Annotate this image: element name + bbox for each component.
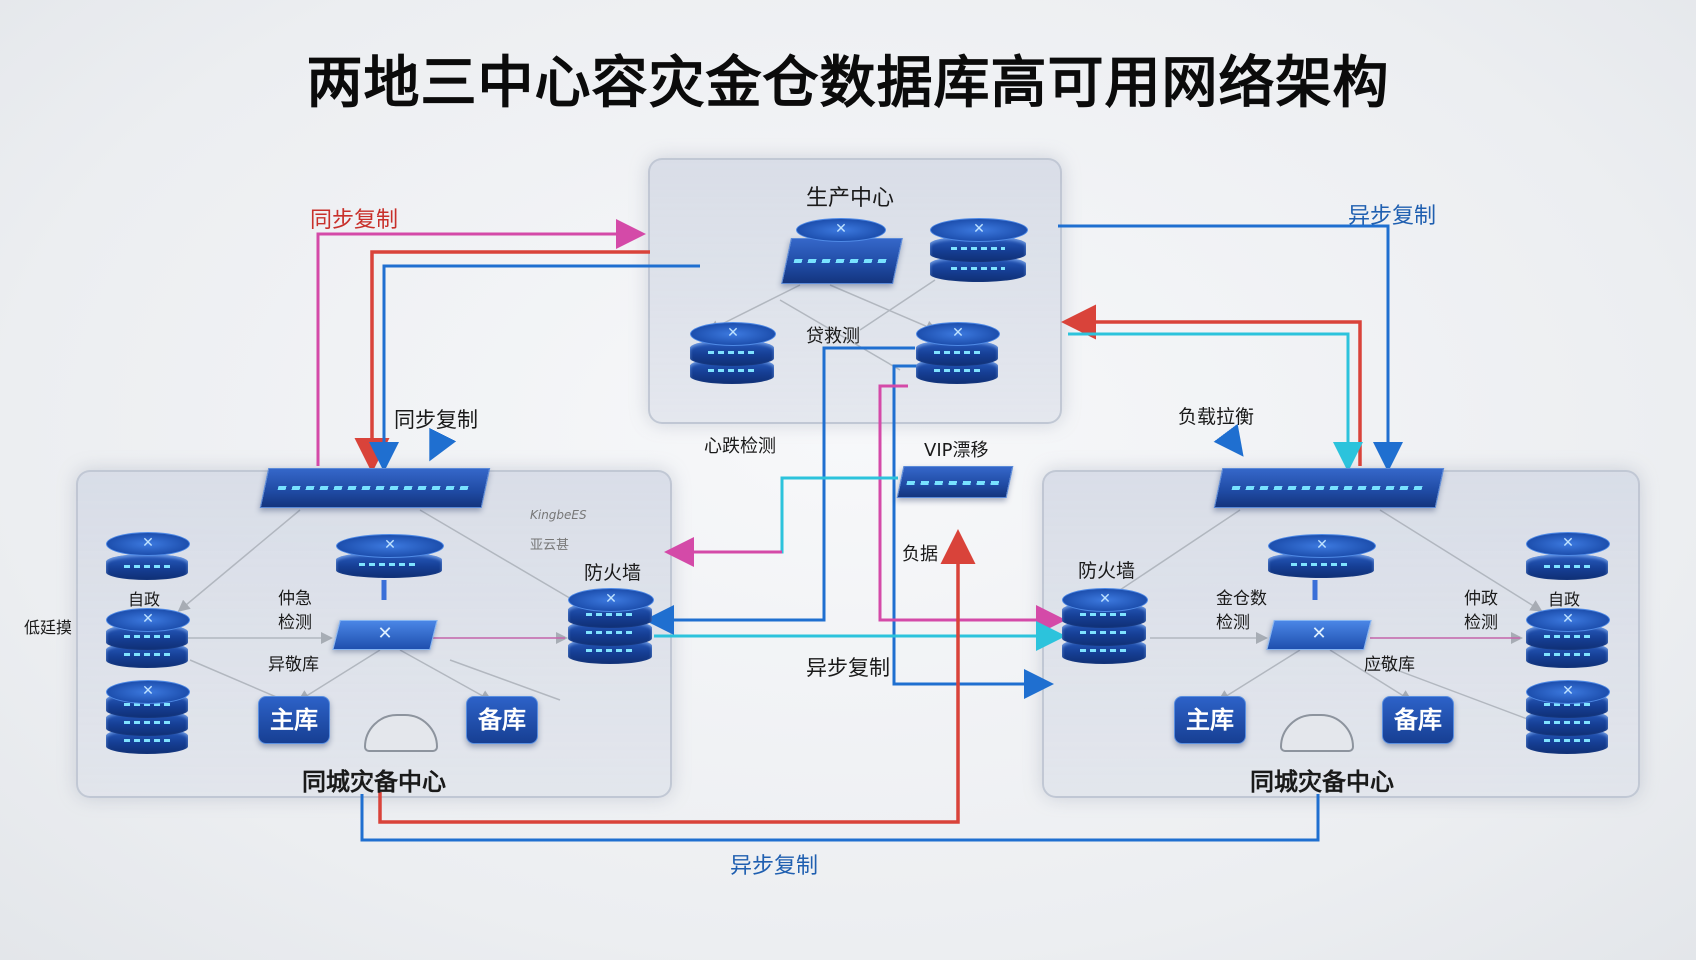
router-icon (106, 680, 190, 704)
right-db-server-1[interactable] (1526, 608, 1610, 668)
right-db-server-2[interactable] (1526, 680, 1610, 754)
right-self-label: 自政 (1548, 590, 1581, 609)
right-firewall[interactable] (1062, 588, 1148, 664)
right-firewall-label: 防火墙 (1078, 560, 1136, 582)
left-firewall-label: 防火墙 (584, 562, 642, 584)
router-icon (1268, 534, 1376, 558)
page-title: 两地三中心容灾金仓数据库高可用网络架构 (306, 51, 1390, 116)
left-self-node[interactable] (106, 532, 190, 580)
router-icon (106, 608, 190, 632)
router-icon (1526, 680, 1610, 704)
right-gold-label-2: 检测 (1216, 613, 1250, 633)
right-self-node[interactable] (1526, 532, 1610, 580)
sync-replication-label-mid-left: 同步复制 (394, 408, 478, 432)
right-arbiter-label-2: 检测 (1464, 613, 1498, 633)
left-arbiter-label-1: 仲急 (278, 589, 312, 609)
left-core-router[interactable] (332, 620, 438, 650)
vip-float-label: VIP漂移 (924, 440, 989, 461)
right-arbiter-label-1: 仲政 (1464, 589, 1498, 609)
right-core-router[interactable] (1266, 620, 1372, 650)
left-access-switch[interactable] (259, 468, 491, 508)
firewall-icon (1062, 588, 1148, 612)
vip-switch[interactable] (896, 466, 1014, 498)
right-gold-label-1: 金仓数 (1216, 589, 1267, 609)
async-replication-label-top-right: 异步复制 (1348, 204, 1437, 229)
left-firewall[interactable] (568, 588, 654, 664)
right-primary-db[interactable]: 主库 (1174, 696, 1246, 744)
router-icon (106, 532, 190, 556)
production-db-server-top[interactable] (796, 218, 886, 278)
production-center-title: 生产中心 (806, 186, 895, 211)
router-icon (916, 322, 1000, 346)
right-arbiter-node[interactable] (1268, 534, 1376, 578)
async-replication-label-middle: 异步复制 (806, 656, 890, 680)
production-db-server-left[interactable] (690, 322, 776, 384)
left-db-server-2[interactable] (106, 680, 190, 754)
left-dr-center-title: 同城灾备中心 (302, 768, 446, 796)
right-standby-db[interactable]: 备库 (1382, 696, 1454, 744)
right-async-db-label: 应敬库 (1364, 655, 1415, 675)
firewall-icon (568, 588, 654, 612)
left-arbiter-label-2: 检测 (278, 613, 312, 633)
left-brand-sub-label: 亚云甚 (530, 538, 570, 553)
vip-sub-label: 负据 (902, 544, 938, 565)
left-arbiter-node[interactable] (336, 534, 444, 578)
router-icon (930, 218, 1028, 242)
left-brand-label: KingbeES (530, 508, 587, 522)
disk-top-icon (796, 218, 886, 242)
production-db-server-center[interactable] (916, 322, 1000, 384)
router-icon (1526, 608, 1610, 632)
left-primary-db[interactable]: 主库 (258, 696, 330, 744)
left-self-label: 自政 (128, 590, 161, 609)
left-standby-db[interactable]: 备库 (466, 696, 538, 744)
router-icon (1526, 532, 1610, 556)
heartbeat-detect-label: 心跌检测 (704, 436, 776, 457)
async-replication-label-bottom: 异步复制 (730, 854, 819, 879)
router-icon (690, 322, 776, 346)
sync-replication-label-top-left: 同步复制 (310, 208, 399, 233)
left-side-label: 低廷摸 (24, 618, 73, 637)
right-storage-hub (1280, 714, 1354, 752)
right-access-switch[interactable] (1213, 468, 1445, 508)
right-dr-center-title: 同城灾备中心 (1250, 768, 1394, 796)
right-switch-label: 负载拉衡 (1178, 406, 1255, 428)
production-detect-label: 贷救测 (806, 326, 860, 347)
router-icon (336, 534, 444, 558)
production-db-server-right[interactable] (930, 218, 1028, 286)
left-db-server-1[interactable] (106, 608, 190, 668)
left-async-db-label: 异敬库 (268, 655, 319, 675)
